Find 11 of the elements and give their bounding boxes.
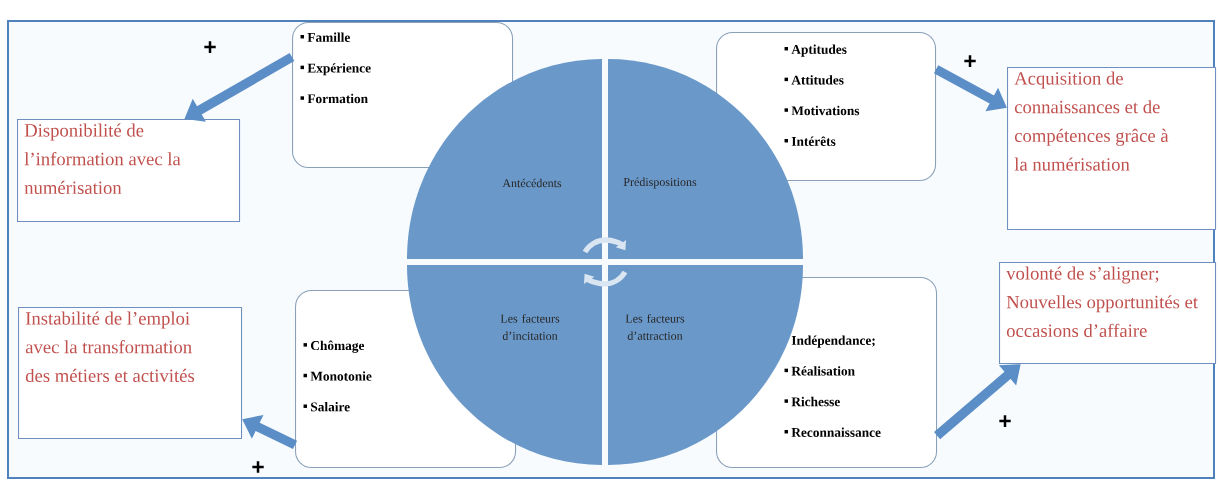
edge-label: + bbox=[962, 54, 978, 70]
edge-label: + bbox=[202, 40, 218, 56]
circle-quadrant: Les facteurs d’incitation bbox=[407, 265, 602, 465]
text-box: Disponibilité de l’information avec la numérisation bbox=[17, 119, 241, 223]
edge-label: + bbox=[997, 414, 1013, 430]
circle-quadrant: Antécédents bbox=[407, 59, 602, 259]
text-box: Acquisition de connaissances et de compétences grâce à la numérisation bbox=[1007, 67, 1217, 231]
text-box: volonté de s’aligner; Nouvelles opportunités et occasions d’affaire bbox=[999, 262, 1217, 365]
block-arrow bbox=[934, 364, 1021, 440]
edge-label: + bbox=[250, 460, 266, 476]
text-box: Instabilité de l’emploi avec la transformation des métiers et activités bbox=[18, 307, 243, 440]
